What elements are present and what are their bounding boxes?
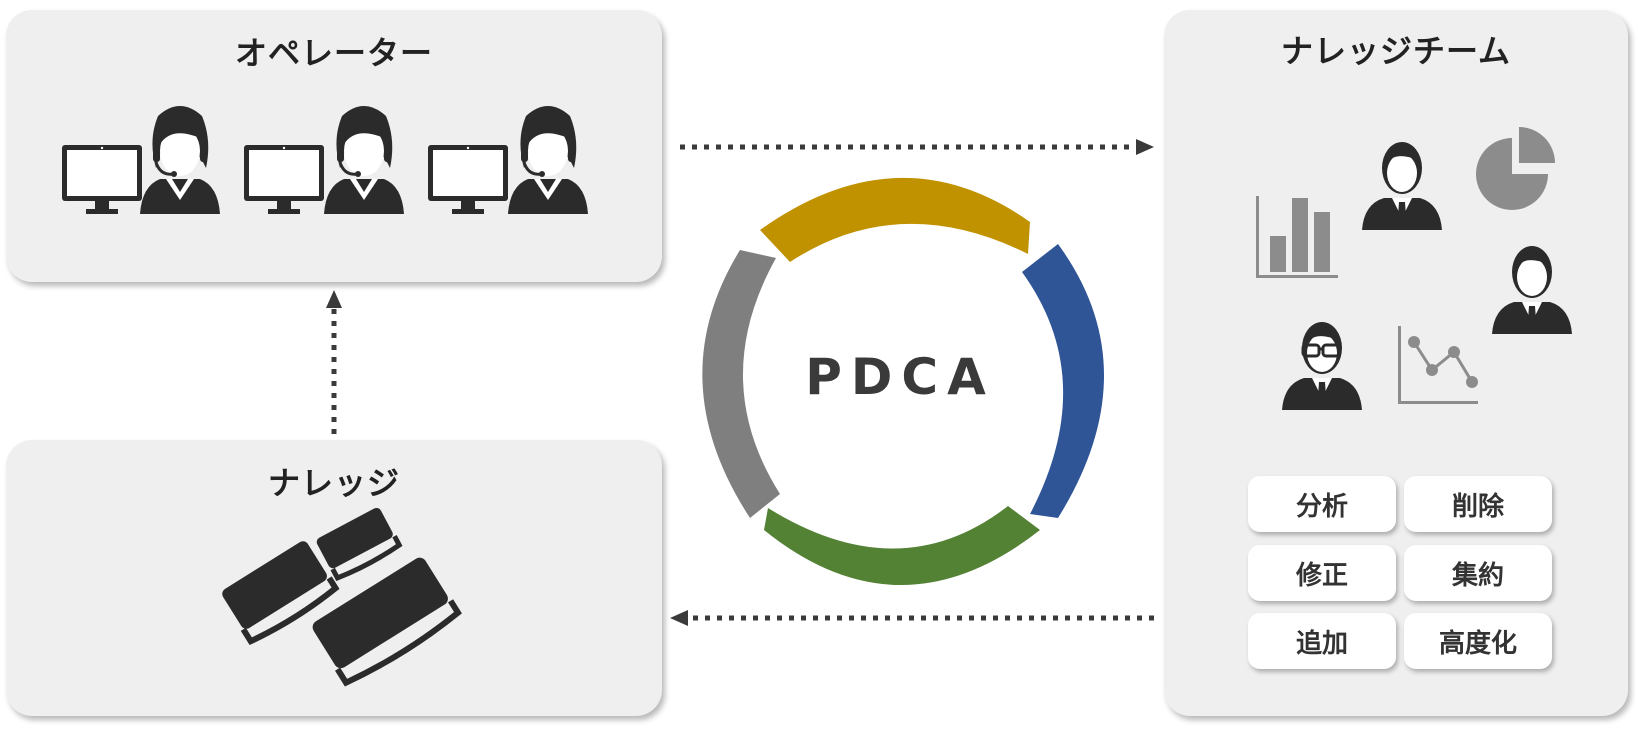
cycle-segment-plan — [760, 177, 1030, 262]
action-button-delete[interactable]: 削除 — [1404, 476, 1552, 532]
knowledge-panel: ナレッジ — [6, 440, 662, 716]
man-icon — [1492, 246, 1572, 334]
action-button-consolidate[interactable]: 集約 — [1404, 545, 1552, 601]
action-button-modify[interactable]: 修正 — [1248, 545, 1396, 601]
monitor-icon — [428, 145, 508, 214]
monitor-icon — [62, 145, 142, 214]
monitor-icon — [244, 145, 324, 214]
cycle-segment-do — [1022, 244, 1104, 518]
arrow-team-to-knowledge — [670, 610, 1154, 626]
arrow-knowledge-to-operators — [326, 290, 342, 434]
woman-icon — [1362, 142, 1442, 230]
pie-chart-icon — [1476, 127, 1555, 210]
knowledge-panel-title: ナレッジ — [267, 464, 400, 502]
operator-headset-icon — [322, 104, 406, 216]
cycle-segment-act — [702, 250, 780, 518]
operator-headset-icon — [506, 104, 590, 216]
knowledge-team-panel: ナレッジチーム — [1164, 10, 1628, 716]
arrow-operators-to-team — [680, 139, 1154, 155]
man-glasses-icon — [1282, 322, 1362, 410]
pdca-label: PDCA — [805, 348, 995, 406]
operator-panel-title: オペレーター — [234, 34, 433, 72]
action-button-advance[interactable]: 高度化 — [1404, 613, 1552, 669]
line-chart-icon — [1398, 326, 1478, 404]
cycle-segment-check — [764, 506, 1040, 585]
action-button-add[interactable]: 追加 — [1248, 613, 1396, 669]
action-button-analyze[interactable]: 分析 — [1248, 476, 1396, 532]
bar-chart-icon — [1256, 196, 1338, 278]
pdca-cycle — [702, 177, 1104, 585]
knowledge-team-panel-title: ナレッジチーム — [1280, 32, 1512, 70]
books-icon — [222, 507, 462, 687]
operator-headset-icon — [138, 104, 222, 216]
